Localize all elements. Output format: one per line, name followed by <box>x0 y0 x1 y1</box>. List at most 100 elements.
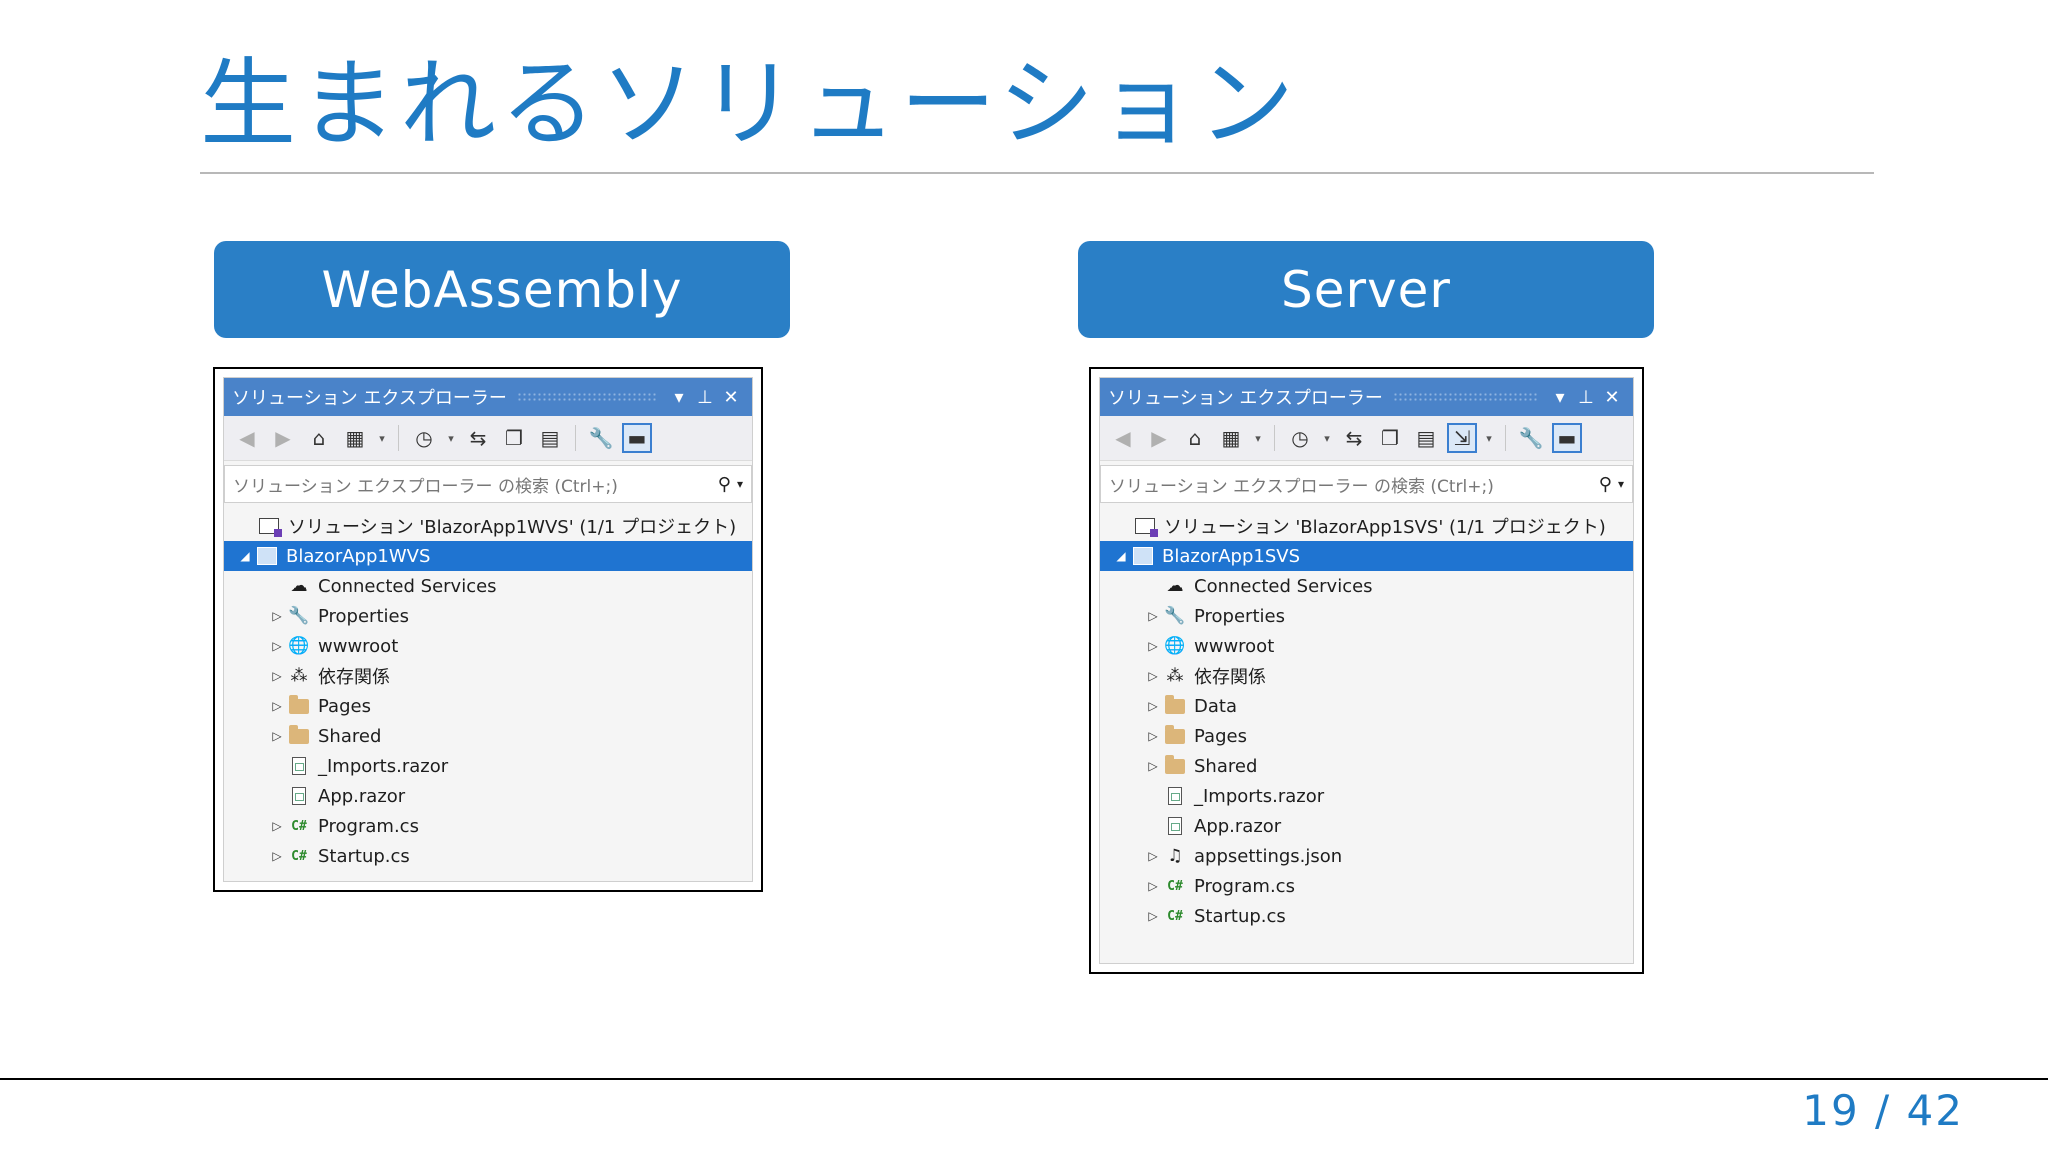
tree-item[interactable]: ▷ Pages <box>1100 721 1633 751</box>
close-icon[interactable]: ✕ <box>1604 386 1620 408</box>
pin-icon[interactable]: ⊥ <box>697 386 713 408</box>
toolbar-separator <box>398 425 399 451</box>
tree-item[interactable]: _Imports.razor <box>224 751 752 781</box>
tree-item[interactable]: ▷♫appsettings.json <box>1100 841 1633 871</box>
expanded-arrow-icon[interactable]: ◢ <box>1116 549 1126 563</box>
collapsed-arrow-icon[interactable]: ▷ <box>1148 699 1158 713</box>
project-row[interactable]: ◢BlazorApp1SVS <box>1100 541 1633 571</box>
filter-dropdown-icon[interactable]: ▾ <box>1324 431 1330 445</box>
pending-changes-filter-icon[interactable]: ◷ <box>415 426 433 450</box>
collapsed-arrow-icon[interactable]: ▷ <box>272 609 282 623</box>
collapsed-arrow-icon[interactable]: ▷ <box>1148 759 1158 773</box>
expanded-arrow-icon[interactable]: ◢ <box>240 549 250 563</box>
sync-icon[interactable]: ⇆ <box>1345 426 1363 450</box>
project-row[interactable]: ◢BlazorApp1WVS <box>224 541 752 571</box>
sync-icon[interactable]: ⇆ <box>469 426 487 450</box>
tree-item[interactable]: ▷Shared <box>224 721 752 751</box>
tree-item[interactable]: App.razor <box>1100 811 1633 841</box>
collapsed-arrow-icon[interactable]: ▷ <box>1148 879 1158 893</box>
toolbar-separator <box>1505 425 1506 451</box>
tree-item[interactable]: ▷🔧Properties <box>1100 601 1633 631</box>
explorer-titlebar: ソリューション エクスプローラー ▾ ⊥ ✕ <box>224 378 752 416</box>
switch-views-dropdown-icon[interactable]: ▾ <box>1255 431 1261 445</box>
collapsed-arrow-icon[interactable]: ▷ <box>1148 609 1158 623</box>
track-dropdown-icon[interactable]: ▾ <box>1486 431 1492 445</box>
tree-item[interactable]: ▷C#Program.cs <box>1100 871 1633 901</box>
back-icon[interactable]: ◀ <box>239 426 255 450</box>
home-icon[interactable]: ⌂ <box>1188 426 1202 450</box>
search-options-dropdown-icon[interactable]: ▾ <box>736 477 743 491</box>
explorer-search-input[interactable]: ソリューション エクスプローラー の検索 (Ctrl+;) ⚲ ▾ <box>1100 465 1633 503</box>
collapsed-arrow-icon[interactable]: ▷ <box>1148 909 1158 923</box>
tree-item-label: App.razor <box>1194 815 1282 837</box>
tree-item-label: Pages <box>1194 725 1247 747</box>
tree-item[interactable]: ▷🔧Properties <box>224 601 752 631</box>
csharp-file-icon: C# <box>1162 905 1188 927</box>
solution-row[interactable]: ソリューション 'BlazorApp1WVS' (1/1 プロジェクト) <box>224 511 752 541</box>
pin-icon[interactable]: ⊥ <box>1578 386 1594 408</box>
project-icon <box>254 545 280 567</box>
preview-selected-icon[interactable]: ▬ <box>1552 423 1582 453</box>
tree-item[interactable]: ▷ C# Startup.cs <box>1100 901 1633 931</box>
tree-item[interactable]: ▷⁂依存関係 <box>1100 661 1633 691</box>
tree-item[interactable]: ☁Connected Services <box>1100 571 1633 601</box>
tree-item[interactable]: App.razor <box>224 781 752 811</box>
search-icon[interactable]: ⚲ <box>717 473 731 495</box>
tree-item[interactable]: ☁Connected Services <box>224 571 752 601</box>
collapsed-arrow-icon[interactable]: ▷ <box>272 639 282 653</box>
collapsed-arrow-icon[interactable]: ▷ <box>272 819 282 833</box>
back-icon[interactable]: ◀ <box>1115 426 1131 450</box>
tree-item[interactable]: ▷Data <box>1100 691 1633 721</box>
show-all-files-icon[interactable]: ▤ <box>1416 426 1436 450</box>
explorer-search-input[interactable]: ソリューション エクスプローラー の検索 (Ctrl+;) ⚲ ▾ <box>224 465 752 503</box>
tree-item[interactable]: ▷⁂依存関係 <box>224 661 752 691</box>
pending-changes-filter-icon[interactable]: ◷ <box>1291 426 1309 450</box>
search-icon[interactable]: ⚲ <box>1598 473 1612 495</box>
tree-item-label: appsettings.json <box>1194 845 1343 867</box>
collapsed-arrow-icon[interactable]: ▷ <box>1148 669 1158 683</box>
switch-views-icon[interactable]: ▦ <box>1221 426 1241 450</box>
collapsed-arrow-icon[interactable]: ▷ <box>272 729 282 743</box>
tree-item[interactable]: ▷🌐wwwroot <box>224 631 752 661</box>
solution-row[interactable]: ソリューション 'BlazorApp1SVS' (1/1 プロジェクト) <box>1100 511 1633 541</box>
collapsed-arrow-icon[interactable]: ▷ <box>1148 639 1158 653</box>
home-icon[interactable]: ⌂ <box>312 426 326 450</box>
track-active-item-icon[interactable]: ⇲ <box>1447 423 1477 453</box>
dropdown-icon[interactable]: ▾ <box>674 386 684 408</box>
switch-views-dropdown-icon[interactable]: ▾ <box>379 431 385 445</box>
filter-dropdown-icon[interactable]: ▾ <box>448 431 454 445</box>
tree-item[interactable]: ▷C#Program.cs <box>224 811 752 841</box>
tree-item[interactable]: ▷Pages <box>224 691 752 721</box>
properties-wrench-icon[interactable]: 🔧 <box>1518 426 1544 450</box>
project-shape <box>1133 547 1153 565</box>
collapse-all-icon[interactable]: ❐ <box>1381 426 1399 450</box>
preview-selected-icon[interactable]: ▬ <box>622 423 652 453</box>
tree-item[interactable]: ▷C#Startup.cs <box>224 841 752 871</box>
close-icon[interactable]: ✕ <box>723 386 739 408</box>
switch-views-icon[interactable]: ▦ <box>345 426 365 450</box>
tree-item-label: Startup.cs <box>318 845 410 867</box>
tree-item[interactable]: ▷Shared <box>1100 751 1633 781</box>
collapsed-arrow-icon[interactable]: ▷ <box>1148 849 1158 863</box>
collapsed-arrow-icon[interactable]: ▷ <box>272 699 282 713</box>
search-placeholder: ソリューション エクスプローラー の検索 (Ctrl+;) <box>233 476 618 497</box>
collapse-all-icon[interactable]: ❐ <box>505 426 523 450</box>
collapsed-arrow-icon[interactable]: ▷ <box>272 669 282 683</box>
collapsed-arrow-icon[interactable]: ▷ <box>272 849 282 863</box>
tree-item-label: Startup.cs <box>1194 905 1286 927</box>
tree-item[interactable]: _Imports.razor <box>1100 781 1633 811</box>
tree-item[interactable]: ▷🌐wwwroot <box>1100 631 1633 661</box>
file-shape <box>1168 817 1182 835</box>
show-all-files-icon[interactable]: ▤ <box>540 426 560 450</box>
solution-icon <box>1132 515 1158 537</box>
properties-wrench-icon[interactable]: 🔧 <box>588 426 614 450</box>
forward-icon[interactable]: ▶ <box>275 426 291 450</box>
forward-icon[interactable]: ▶ <box>1151 426 1167 450</box>
collapsed-arrow-icon[interactable]: ▷ <box>1148 729 1158 743</box>
explorer-toolbar: ◀ ▶ ⌂ ▦ ▾ ◷ ▾ ⇆ ❐ ▤ ⇲ ▾ 🔧 ▬ <box>1100 416 1633 461</box>
tree-item-label: Program.cs <box>318 815 419 837</box>
dropdown-icon[interactable]: ▾ <box>1555 386 1565 408</box>
folder-shape <box>289 724 309 744</box>
folder-shape <box>1165 754 1185 774</box>
search-options-dropdown-icon[interactable]: ▾ <box>1617 477 1624 491</box>
